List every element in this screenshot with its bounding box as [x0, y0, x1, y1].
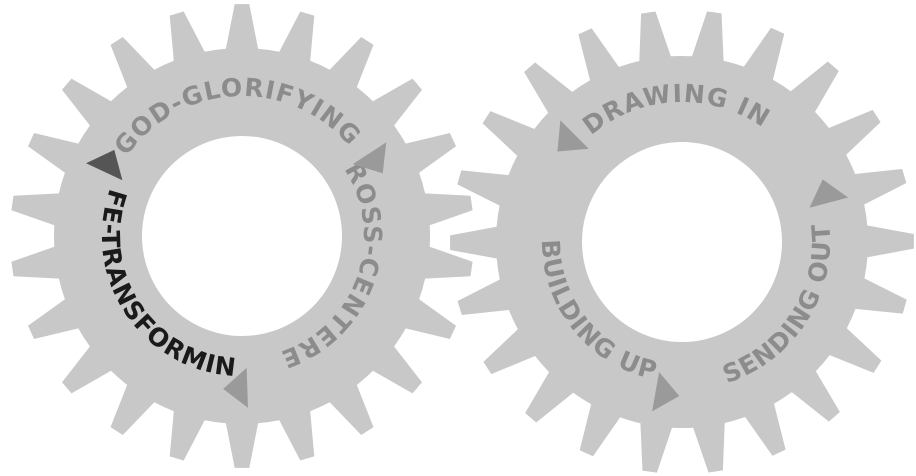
left-gear: GOD-GLORIFYING CROSS-CENTERED LIFE-TRANS…: [0, 0, 473, 468]
arrow-after-cross-centered: [223, 367, 248, 408]
arrow-after-drawing-in: [557, 120, 589, 152]
arrow-after-sending-out: [809, 179, 849, 208]
arrow-after-life-transforming: [86, 149, 123, 181]
left-gear-body: [11, 4, 473, 468]
arrow-after-god-glorifying: [352, 142, 387, 174]
right-gear: DRAWING IN SENDING OUT BUILDING UP: [450, 11, 914, 473]
arrow-after-building-up: [652, 372, 680, 412]
